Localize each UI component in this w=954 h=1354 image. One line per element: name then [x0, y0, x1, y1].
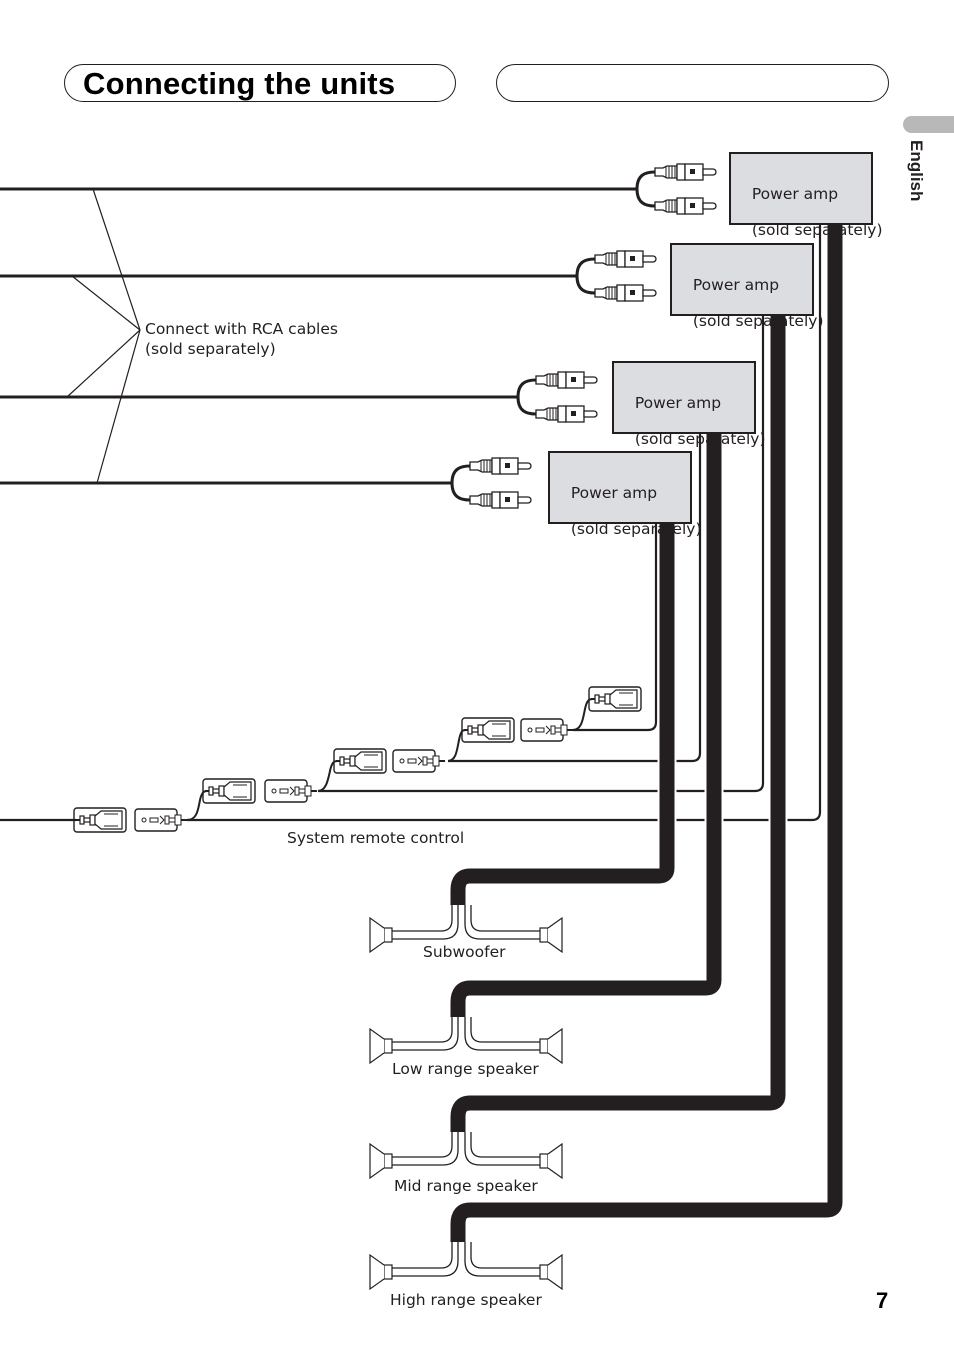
power-amp-3: Power amp (sold separately): [612, 361, 766, 448]
power-amp-4: Power amp (sold separately): [548, 451, 702, 538]
remote-connector-icon: [461, 717, 515, 743]
power-amp-2-line1: Power amp: [692, 276, 780, 294]
rca-note-line1: Connect with RCA cables: [145, 320, 338, 338]
speaker-icon: [539, 1028, 563, 1064]
power-amp-3-line2: (sold separately): [634, 430, 766, 448]
language-label: English: [907, 140, 926, 202]
speaker-label-mid: Mid range speaker: [394, 1177, 538, 1195]
remote-connector-icon: [333, 748, 387, 774]
speaker-icon: [369, 1028, 393, 1064]
speaker-icon: [369, 1143, 393, 1179]
power-amp-2-line2: (sold separately): [692, 312, 824, 330]
speaker-label-low: Low range speaker: [392, 1060, 539, 1078]
power-amp-3-line1: Power amp: [634, 394, 722, 412]
power-amp-1-line2: (sold separately): [751, 221, 883, 239]
page-number: 7: [876, 1288, 889, 1313]
rca-note-leaders: [66, 188, 141, 484]
remote-chain: [0, 686, 642, 833]
language-tab: [903, 116, 954, 133]
speaker-label-high: High range speaker: [390, 1291, 542, 1309]
speaker-icon: [539, 1143, 563, 1179]
rca-plug-icon: [594, 284, 657, 302]
rca-plug-pairs: [450, 163, 717, 509]
remote-connector-icon: [264, 779, 318, 803]
remote-connector-icon: [202, 778, 256, 804]
rca-plug-icon: [535, 371, 598, 389]
speaker-label-subwoofer: Subwoofer: [423, 943, 506, 961]
power-amp-4-line1: Power amp: [570, 484, 658, 502]
speaker-icon: [539, 917, 563, 953]
rca-plug-icon: [469, 457, 532, 475]
rca-plug-icon: [654, 197, 717, 215]
page-title: Connecting the units: [83, 66, 396, 101]
rca-plug-icon: [654, 163, 717, 181]
speaker-icon: [369, 1254, 393, 1290]
rca-plug-icon: [535, 405, 598, 423]
remote-connector-icon: [520, 718, 574, 742]
rca-plug-icon: [469, 491, 532, 509]
remote-wires: [187, 225, 822, 822]
remote-connector-icon: [134, 808, 188, 832]
empty-header-frame: [496, 64, 889, 102]
power-amp-1-line1: Power amp: [751, 185, 839, 203]
remote-label: System remote control: [287, 829, 465, 847]
speaker-icon: [369, 917, 393, 953]
remote-connector-icon: [588, 686, 642, 712]
page-title-frame: Connecting the units: [64, 64, 456, 102]
remote-connector-icon: [73, 807, 127, 833]
remote-connector-icon: [392, 749, 446, 773]
rca-cable-lines: [0, 187, 637, 485]
rca-note: Connect with RCA cables (sold separately…: [145, 319, 338, 359]
power-amp-2: Power amp (sold separately): [670, 243, 824, 330]
rca-note-line2: (sold separately): [145, 340, 276, 358]
speaker-icon: [539, 1254, 563, 1290]
rca-plug-icon: [594, 250, 657, 268]
speaker-bundles: [448, 225, 845, 1242]
power-amp-4-line2: (sold separately): [570, 520, 702, 538]
power-amp-1: Power amp (sold separately): [729, 152, 883, 239]
speaker-wires: [392, 905, 540, 1277]
